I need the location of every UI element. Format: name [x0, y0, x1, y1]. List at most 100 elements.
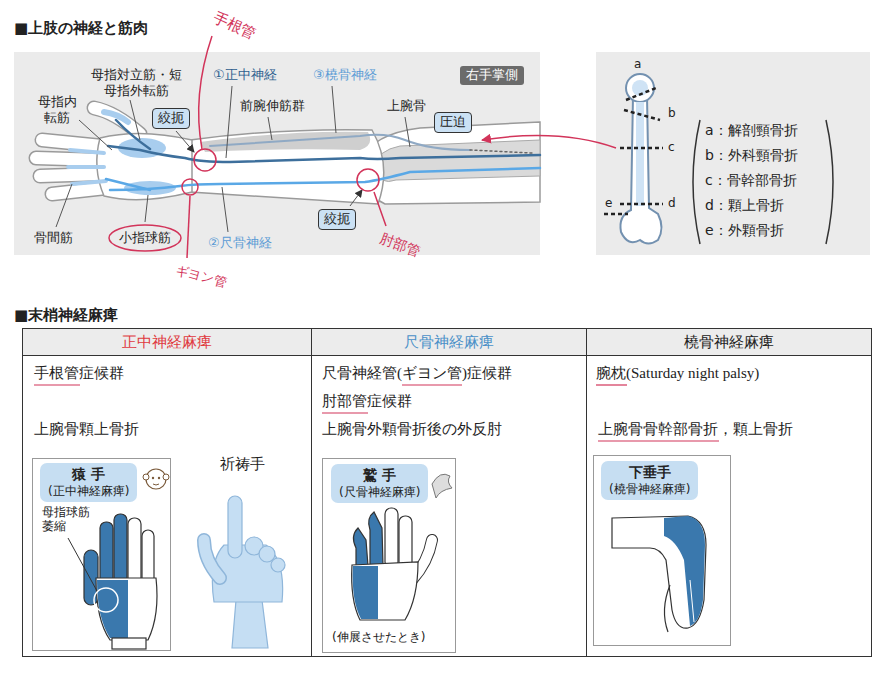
hand-sign-badge: 猿 手(正中神経麻痺)	[40, 463, 137, 502]
arm-illustration-part-part	[210, 135, 470, 150]
handwritten-note: ギヨン管	[174, 262, 228, 291]
label-text: ①正中神経	[213, 67, 277, 82]
wrist-drop-figure-part	[690, 580, 694, 622]
table-cell: 肘部管症候群	[322, 392, 412, 410]
label-text: e：外顆骨折	[705, 222, 784, 238]
callout-box: 絞扼	[152, 108, 190, 129]
arm-illustration-part-part-part	[42, 140, 102, 146]
table-cell: 腕枕(Saturday night palsy)	[596, 364, 759, 382]
arm-illustration-part-part	[350, 190, 362, 206]
palsy-table-part	[586, 328, 587, 657]
table-cell: 上腕骨外顆骨折後の外反肘	[322, 420, 502, 438]
arm-illustration-part	[106, 120, 540, 190]
handwritten-note: 手根管	[210, 8, 258, 43]
wrist-drop-figure-part	[664, 516, 705, 626]
label-text: a：解剖頸骨折	[705, 122, 798, 138]
arm-illustration-part-part	[405, 117, 410, 147]
monkey-hand-figure-part	[152, 477, 154, 479]
node-text: 鷲 手	[339, 467, 420, 485]
monkey-hand-figure-part	[158, 477, 160, 479]
arm-illustration-part-part	[56, 184, 72, 227]
claw-hand-figure-part-part	[399, 516, 412, 568]
arm-illustration-part	[14, 52, 540, 255]
claw-hand-figure-part	[352, 508, 432, 620]
praying-hand-figure-part	[204, 540, 220, 578]
arm-illustration-part-part-part	[36, 158, 102, 160]
humerus-diagram-part	[693, 120, 700, 244]
wrist-drop-figure	[594, 456, 731, 646]
label-text: 骨間筋	[34, 230, 73, 245]
wrist-drop-figure-part	[612, 516, 706, 628]
label-text: 母指対立筋・短母指外転筋	[91, 67, 182, 98]
arm-illustration-part-part	[332, 86, 336, 133]
label-text: ③橈骨神経	[313, 67, 377, 82]
label-text: e	[605, 196, 612, 210]
muscle-label: 母指対立筋・短母指外転筋	[88, 67, 184, 98]
callout-box: 絞扼	[318, 209, 356, 230]
humerus-diagram-part	[626, 74, 654, 102]
humerus-diagram-part	[826, 120, 833, 244]
label-text: d：顆上骨折	[705, 197, 784, 213]
label-text: 小指球筋	[119, 230, 171, 245]
praying-hand-figure-part	[259, 546, 275, 562]
table-cell: 上腕骨顆上骨折	[34, 420, 139, 438]
muscle-label: 母指内転筋	[36, 94, 78, 125]
arm-illustration-part-part	[68, 165, 104, 169]
fracture-item: c：骨幹部骨折	[705, 172, 797, 189]
arm-illustration-part-part	[470, 150, 532, 153]
arm-illustration-part	[362, 122, 540, 204]
handwritten-mark-part	[194, 149, 216, 171]
muscle-label: 小指球筋	[119, 230, 171, 246]
claw-hand-figure-part-part	[353, 566, 378, 619]
claw-hand-figure-part-part	[352, 562, 418, 620]
table-header: 橈骨神経麻痺	[586, 333, 872, 351]
node-text: (橈骨神経麻痺)	[609, 482, 690, 497]
monkey-hand-figure-part	[68, 538, 97, 591]
handwritten-mark-part	[357, 169, 379, 191]
monkey-hand-figure-part-part	[112, 638, 146, 649]
red-underline-part	[34, 384, 80, 385]
label-text: c：骨幹部骨折	[705, 172, 797, 188]
monkey-hand-figure-part	[84, 514, 157, 649]
fracture-letter: d	[668, 196, 676, 210]
compression-arrow	[482, 136, 616, 149]
label-text: 肘部管	[378, 230, 423, 259]
node-text: 絞扼	[158, 110, 184, 127]
handwritten-mark-part	[109, 225, 181, 251]
red-underline-part	[596, 384, 627, 385]
fracture-letter: b	[668, 106, 676, 120]
claw-hand-figure-part-part	[385, 508, 398, 568]
label-text: d	[668, 196, 676, 210]
label-text: 尺骨神経麻痺	[404, 334, 494, 350]
label-text: 母指内転筋	[38, 94, 77, 125]
arm-illustration-part-part	[130, 100, 140, 140]
section-heading: ■上肢の神経と筋肉	[14, 19, 148, 37]
callout-box: 圧迫	[434, 112, 472, 133]
humerus-diagram-part	[596, 52, 870, 255]
arm-illustration-part-part	[106, 168, 540, 190]
monkey-hand-figure-part	[146, 469, 166, 489]
fracture-letter: e	[605, 196, 612, 210]
humerus-diagram-part	[636, 102, 644, 206]
heading-text: ■上肢の神経と筋肉	[14, 19, 148, 37]
red-underline-part	[322, 412, 368, 413]
handwritten-note: 肘部管	[377, 230, 422, 260]
humerus-diagram-part-part	[620, 147, 663, 150]
label-text: 正中神経麻痺	[122, 334, 212, 350]
arm-illustration-part	[56, 86, 410, 232]
arm-illustration-part-part	[79, 120, 112, 150]
claw-hand-figure-part-part	[353, 528, 368, 566]
label-text: 上腕骨外顆骨折後の外反肘	[322, 421, 502, 437]
fracture-item: a：解剖頸骨折	[705, 122, 798, 139]
figure-note: (伸展させたとき)	[332, 630, 425, 644]
table-header: 正中神経麻痺	[22, 333, 311, 351]
arm-illustration-part-part-part	[52, 188, 106, 194]
fracture-letter: a	[634, 57, 641, 71]
label-text: ②尺骨神経	[208, 235, 272, 250]
label-text: 手根管	[210, 8, 258, 43]
monkey-hand-figure	[33, 459, 171, 651]
praying-hand-figure	[204, 496, 285, 648]
table-cell: 手根管症候群	[34, 364, 124, 382]
praying-hand-figure-part	[228, 496, 242, 558]
monkey-hand-figure-part	[143, 474, 149, 480]
